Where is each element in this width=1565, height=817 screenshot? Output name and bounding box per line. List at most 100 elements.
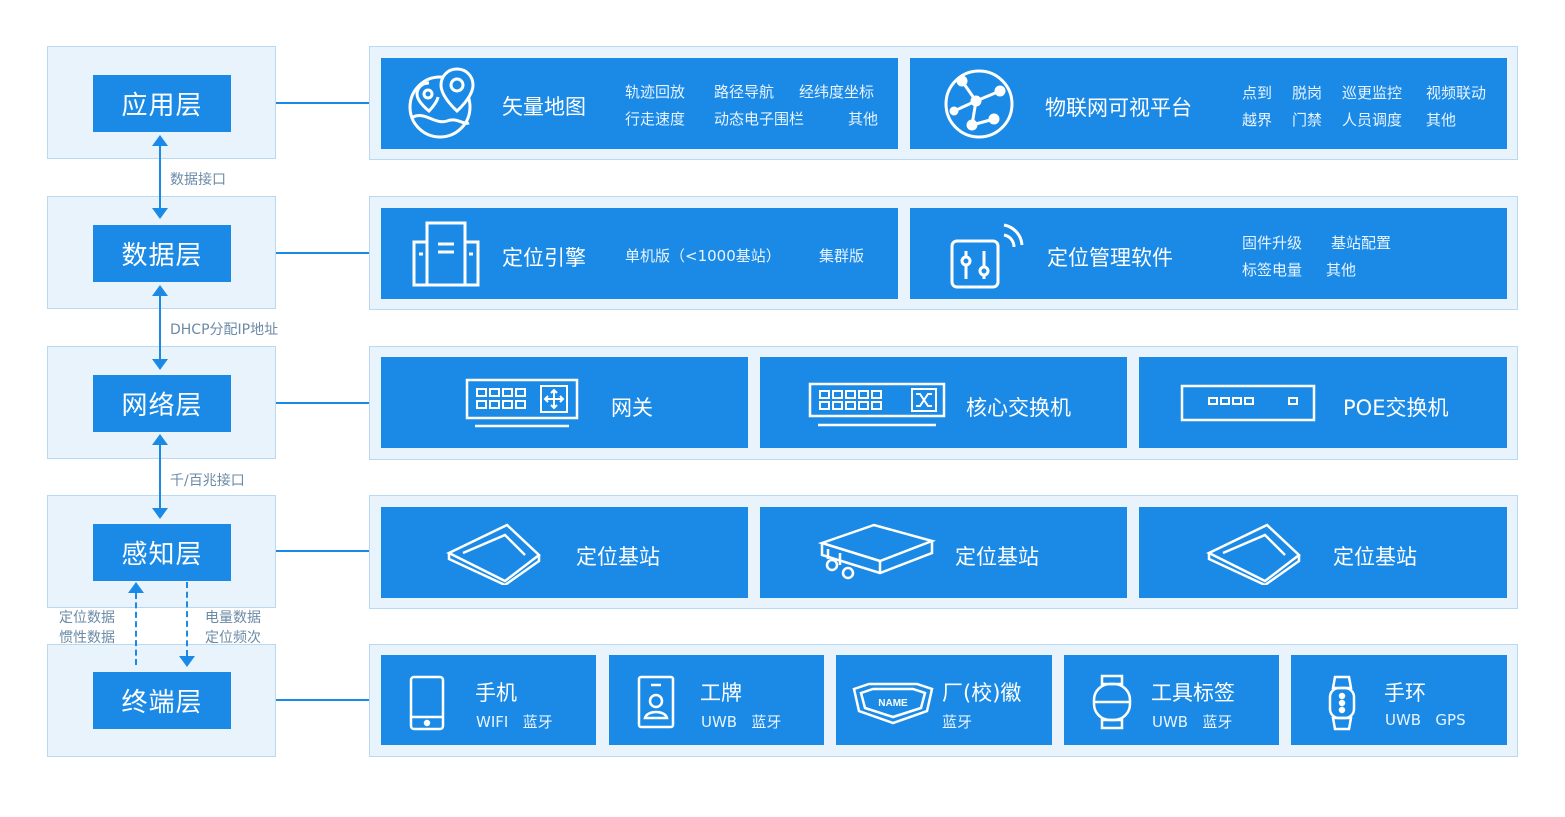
engine-card-title: 定位引擎 — [502, 246, 586, 270]
iot-item-other: 其他 — [1426, 111, 1457, 129]
gateway-icon — [465, 378, 579, 428]
iot-item-checkin: 点到 — [1242, 84, 1273, 102]
mgmt-card-title: 定位管理软件 — [1047, 246, 1173, 270]
arrow-up-data-net — [152, 285, 168, 296]
base-station-card-1: 定位基站 — [381, 507, 748, 598]
emblem-card: NAME 厂(校)徽 蓝牙 — [836, 655, 1052, 745]
emblem-card-sub: 蓝牙 — [942, 713, 973, 731]
connector-label-battery-data: 电量数据 — [205, 610, 261, 626]
mgmt-item-tag-battery: 标签电量 — [1242, 261, 1303, 279]
core-switch-card: 核心交换机 — [760, 357, 1127, 448]
mgmt-item-station-config: 基站配置 — [1331, 234, 1392, 252]
iot-card-title: 物联网可视平台 — [1045, 96, 1192, 120]
layer-label-network: 网络层 — [93, 375, 231, 432]
badge-card-title: 工牌 — [700, 681, 742, 705]
arrow-up-net-sense — [152, 434, 168, 445]
iot-item-dispatch: 人员调度 — [1342, 111, 1403, 129]
wristband-card-title: 手环 — [1384, 681, 1426, 705]
core-switch-card-title: 核心交换机 — [966, 396, 1071, 420]
dashed-connector-up — [135, 593, 137, 665]
iot-item-patrol: 巡更监控 — [1342, 84, 1403, 102]
connector-label-location-frequency: 定位频次 — [205, 630, 261, 646]
server-icon — [412, 221, 480, 287]
map-card: 矢量地图 轨迹回放 路径导航 经纬度坐标 行走速度 动态电子围栏 其他 — [381, 58, 898, 149]
map-item-coordinates: 经纬度坐标 — [799, 83, 875, 101]
connector-label-data-net: DHCP分配IP地址 — [170, 322, 279, 338]
iot-item-video-link: 视频联动 — [1426, 84, 1487, 102]
phone-icon — [409, 675, 445, 731]
phone-card-title: 手机 — [475, 681, 517, 705]
arrow-down-app-data — [152, 208, 168, 219]
layer-label-sensing: 感知层 — [93, 524, 231, 581]
layer-label-app: 应用层 — [93, 75, 231, 132]
tool-tag-card-title: 工具标签 — [1151, 681, 1235, 705]
arrow-down-data-net — [152, 359, 168, 370]
layer-label-data: 数据层 — [93, 225, 231, 282]
link-line-sensing — [276, 550, 369, 552]
connector-label-inertial-data: 惯性数据 — [59, 630, 115, 646]
link-line-terminal — [276, 699, 369, 701]
link-line-network — [276, 402, 369, 404]
emblem-icon-text: NAME — [878, 698, 908, 709]
wristband-card: 手环 UWB GPS — [1291, 655, 1507, 745]
arrow-up-term-sense — [128, 582, 144, 593]
engine-item-cluster: 集群版 — [819, 247, 865, 265]
globe-network-icon — [944, 69, 1014, 139]
connector-label-net-sense: 千/百兆接口 — [170, 473, 245, 489]
connector-label-app-data: 数据接口 — [170, 172, 226, 188]
base-station-icon — [1206, 523, 1301, 585]
iot-item-boundary: 越界 — [1242, 111, 1273, 129]
tool-tag-card-sub: UWB 蓝牙 — [1152, 713, 1233, 731]
engine-card: 定位引擎 单机版（<1000基站） 集群版 — [381, 208, 898, 299]
connector-net-sense — [159, 443, 161, 509]
link-line-data — [276, 252, 369, 254]
poe-switch-card: POE交换机 — [1139, 357, 1507, 448]
arrow-down-net-sense — [152, 508, 168, 519]
mgmt-card: 定位管理软件 固件升级 基站配置 标签电量 其他 — [910, 208, 1507, 299]
outdoor-base-station-icon — [818, 523, 936, 580]
core-switch-icon — [808, 382, 946, 427]
poe-switch-card-title: POE交换机 — [1343, 396, 1449, 420]
control-panel-icon — [950, 223, 1024, 289]
base-station-card-3: 定位基站 — [1139, 507, 1507, 598]
map-item-track-replay: 轨迹回放 — [625, 83, 686, 101]
map-item-other: 其他 — [848, 110, 879, 128]
dashed-connector-down — [186, 582, 188, 656]
map-item-route-navigation: 路径导航 — [714, 83, 775, 101]
phone-card-sub: WIFI 蓝牙 — [476, 713, 553, 731]
iot-card: 物联网可视平台 点到 脱岗 巡更监控 视频联动 越界 门禁 人员调度 其他 — [910, 58, 1507, 149]
map-pin-icon — [408, 67, 475, 139]
mgmt-item-firmware-upgrade: 固件升级 — [1242, 234, 1303, 252]
link-line-app — [276, 102, 369, 104]
poe-switch-icon — [1180, 384, 1316, 422]
tool-tag-card: 工具标签 UWB 蓝牙 — [1064, 655, 1279, 745]
gateway-card-title: 网关 — [611, 396, 653, 420]
tool-tag-icon — [1092, 674, 1132, 730]
emblem-card-title: 厂(校)徽 — [942, 681, 1022, 705]
phone-card: 手机 WIFI 蓝牙 — [381, 655, 596, 745]
emblem-icon: NAME — [852, 682, 934, 725]
iot-item-access-control: 门禁 — [1292, 111, 1323, 129]
connector-app-data — [159, 144, 161, 210]
arrow-up-app-data — [152, 135, 168, 146]
engine-item-standalone: 单机版（<1000基站） — [625, 247, 781, 265]
base-station-icon — [446, 523, 541, 585]
connector-label-location-data: 定位数据 — [59, 610, 115, 626]
badge-card: 工牌 UWB 蓝牙 — [609, 655, 824, 745]
wristband-card-sub: UWB GPS — [1385, 711, 1466, 729]
map-item-walking-speed: 行走速度 — [625, 110, 686, 128]
badge-card-sub: UWB 蓝牙 — [701, 713, 782, 731]
base-station-card-3-title: 定位基站 — [1333, 545, 1417, 569]
arrow-down-sense-term — [179, 656, 195, 667]
base-station-card-2: 定位基站 — [760, 507, 1127, 598]
map-card-title: 矢量地图 — [502, 95, 586, 119]
badge-icon — [637, 675, 675, 729]
mgmt-item-other: 其他 — [1326, 261, 1357, 279]
map-item-geofence: 动态电子围栏 — [714, 110, 805, 128]
base-station-card-2-title: 定位基站 — [955, 545, 1039, 569]
wristband-icon — [1328, 675, 1356, 731]
iot-item-off-duty: 脱岗 — [1292, 84, 1323, 102]
base-station-card-1-title: 定位基站 — [576, 545, 660, 569]
connector-data-net — [159, 294, 161, 360]
layer-label-terminal: 终端层 — [93, 672, 231, 729]
